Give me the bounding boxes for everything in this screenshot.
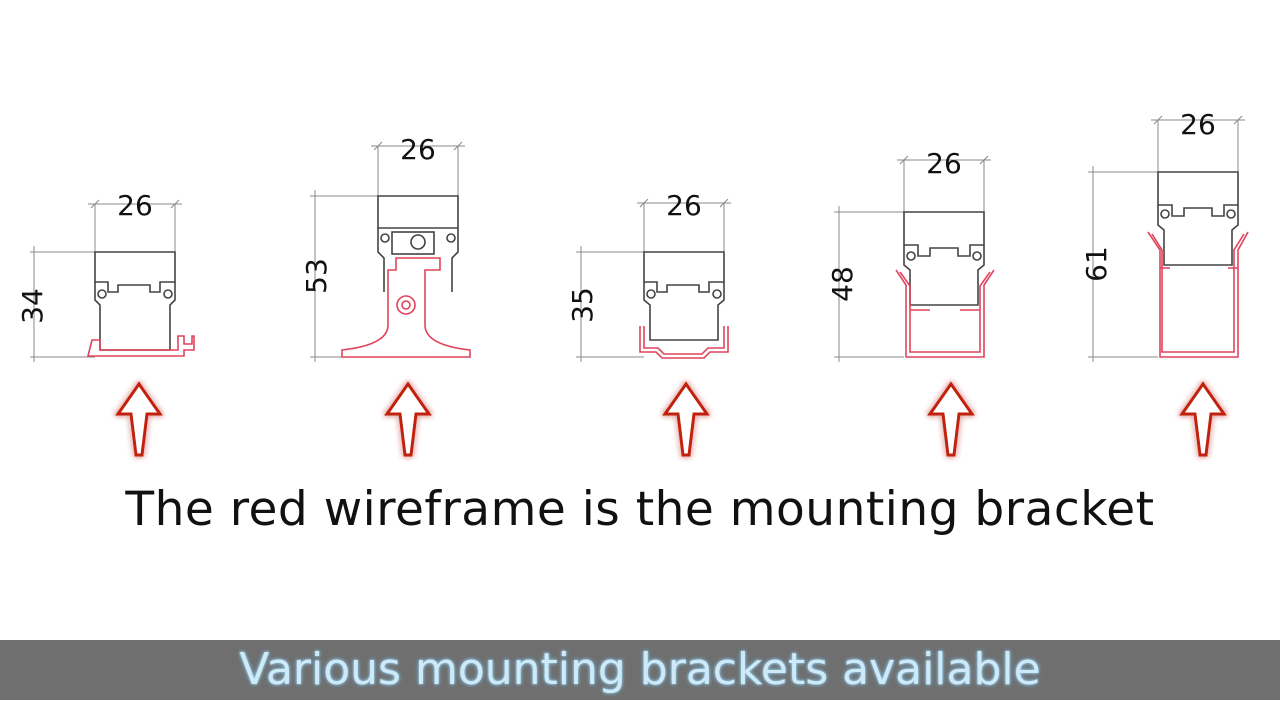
profile-body xyxy=(377,195,459,229)
profile-body xyxy=(643,251,725,293)
width-dimension xyxy=(1151,115,1245,172)
profile-5: 26 61 xyxy=(1080,108,1249,362)
subtitle-banner: Various mounting brackets available xyxy=(0,640,1280,700)
width-label: 26 xyxy=(117,189,153,222)
profile-body xyxy=(1157,171,1239,217)
width-dimension xyxy=(88,199,182,252)
width-dimension xyxy=(637,198,731,252)
profile-body xyxy=(94,251,176,293)
arrow-up-icon xyxy=(662,381,710,457)
profile-3: 26 35 xyxy=(566,189,731,362)
diagram-caption: The red wireframe is the mounting bracke… xyxy=(125,482,1155,537)
width-label: 26 xyxy=(666,189,702,222)
height-label: 61 xyxy=(1080,246,1113,282)
height-dimension xyxy=(576,246,644,362)
height-label: 53 xyxy=(300,258,333,294)
height-dimension xyxy=(834,206,904,362)
bracket-wireframe xyxy=(639,326,729,359)
width-label: 26 xyxy=(1180,108,1216,141)
bracket-wireframe xyxy=(341,257,471,358)
height-dimension xyxy=(30,246,95,362)
arrow-up-icon xyxy=(384,381,432,457)
arrow-up-icon xyxy=(1179,381,1227,457)
arrow-up-icon xyxy=(115,381,163,457)
height-label: 48 xyxy=(826,266,859,302)
profile-body xyxy=(903,211,985,257)
arrow-up-icon xyxy=(927,381,975,457)
width-dimension xyxy=(371,141,465,196)
height-label: 34 xyxy=(16,288,49,324)
bracket-wireframe xyxy=(86,335,195,357)
bracket-wireframe xyxy=(895,269,995,358)
profile-2: 26 53 xyxy=(300,133,471,362)
width-dimension xyxy=(897,155,991,212)
profile-1: 26 34 xyxy=(16,189,195,362)
height-label: 35 xyxy=(566,287,599,323)
width-label: 26 xyxy=(926,147,962,180)
banner-text: Various mounting brackets available xyxy=(239,644,1041,695)
profile-4: 26 48 xyxy=(826,147,995,362)
width-label: 26 xyxy=(400,133,436,166)
bracket-wireframe xyxy=(1147,231,1249,358)
arrows xyxy=(115,381,1227,457)
height-dimension xyxy=(1088,166,1158,362)
